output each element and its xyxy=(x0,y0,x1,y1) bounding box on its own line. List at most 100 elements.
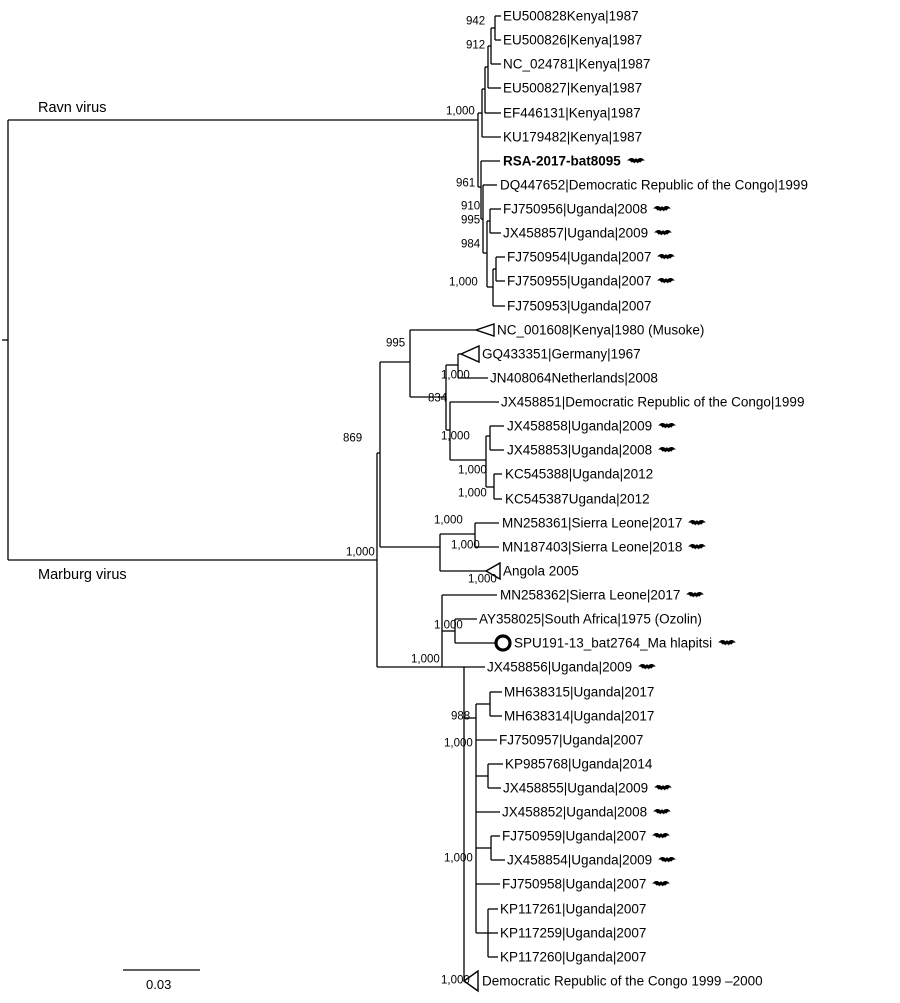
bootstrap-value: 1,000 xyxy=(468,573,497,586)
taxon-label: MH638314|Uganda|2017 xyxy=(504,708,655,724)
bat-icon xyxy=(638,663,656,670)
taxon-label: KP117261|Uganda|2007 xyxy=(500,901,647,917)
taxon-label: KP985768|Uganda|2014 xyxy=(505,756,653,772)
taxon-label: DQ447652|Democratic Republic of the Cong… xyxy=(500,177,808,193)
taxon-row: NC_001608|Kenya|1980 (Musoke) xyxy=(497,323,704,337)
taxon-label: MN258361|Sierra Leone|2017 xyxy=(502,515,683,531)
bootstrap-value: 1,000 xyxy=(434,619,463,632)
bootstrap-value: 1,000 xyxy=(434,514,463,527)
taxon-label: MN187403|Sierra Leone|2018 xyxy=(502,539,683,555)
bootstrap-value: 1,000 xyxy=(346,546,375,559)
taxon-label: MH638315|Uganda|2017 xyxy=(504,684,655,700)
taxon-row: JX458852|Uganda|2008 xyxy=(502,805,672,819)
taxon-row: FJ750956|Uganda|2008 xyxy=(503,202,672,216)
taxon-row: MH638314|Uganda|2017 xyxy=(504,709,654,723)
bat-icon xyxy=(652,832,671,839)
bat-icon xyxy=(658,856,676,863)
taxon-label: FJ750954|Uganda|2007 xyxy=(507,249,652,265)
taxon-label: FJ750955|Uganda|2007 xyxy=(507,273,652,289)
taxon-row: NC_024781|Kenya|1987 xyxy=(503,57,650,71)
collapsed-clade-triangle-germany-1967 xyxy=(459,344,480,364)
bootstrap-value: 995 xyxy=(461,214,481,227)
taxon-label: KC545388|Uganda|2012 xyxy=(505,466,654,482)
taxon-row: DQ447652|Democratic Republic of the Cong… xyxy=(500,178,808,192)
taxon-label: EU500826|Kenya|1987 xyxy=(503,32,643,48)
bootstrap-value: 942 xyxy=(466,15,486,28)
bootstrap-value: 1,000 xyxy=(411,653,440,666)
taxon-label: JX458851|Democratic Republic of the Cong… xyxy=(501,394,805,410)
bat-icon xyxy=(686,591,705,598)
bat-icon xyxy=(626,157,645,164)
taxon-row: MN258361|Sierra Leone|2017 xyxy=(502,516,707,530)
bat-icon xyxy=(718,639,736,646)
bootstrap-value: 1,000 xyxy=(441,369,470,382)
taxon-row: RSA-2017-bat8095 xyxy=(503,154,646,168)
taxon-row: FJ750954|Uganda|2007 xyxy=(507,250,676,264)
taxon-row: JN408064Netherlands|2008 xyxy=(490,371,658,385)
bootstrap-value: 869 xyxy=(343,432,363,445)
taxon-row: AY358025|South Africa|1975 (Ozolin) xyxy=(479,612,702,626)
taxon-row: JX458854|Uganda|2009 xyxy=(507,853,677,867)
taxon-row: MN187403|Sierra Leone|2018 xyxy=(502,540,707,554)
taxon-label: Democratic Republic of the Congo 1999 –2… xyxy=(482,973,763,989)
taxon-row: JX458857|Uganda|2009 xyxy=(503,226,673,240)
taxon-row: KU179482|Kenya|1987 xyxy=(503,130,642,144)
ravn-virus-clade-label: Ravn virus xyxy=(38,100,107,116)
taxon-label: GQ433351|Germany|1967 xyxy=(482,346,641,362)
taxon-row: EF446131|Kenya|1987 xyxy=(503,106,641,120)
taxon-row: FJ750957|Uganda|2007 xyxy=(499,733,643,747)
taxon-label: MN258362|Sierra Leone|2017 xyxy=(500,587,681,603)
bootstrap-value: 912 xyxy=(466,39,486,52)
taxon-row: MN258362|Sierra Leone|2017 xyxy=(500,588,705,602)
taxon-row: KP117261|Uganda|2007 xyxy=(500,902,646,916)
taxon-row: KP117259|Uganda|2007 xyxy=(500,926,646,940)
taxon-label: FJ750957|Uganda|2007 xyxy=(499,732,644,748)
taxon-label: KP117259|Uganda|2007 xyxy=(500,925,647,941)
taxon-row: JX458858|Uganda|2009 xyxy=(507,419,677,433)
taxon-row: FJ750959|Uganda|2007 xyxy=(502,829,671,843)
taxon-row: JX458851|Democratic Republic of the Cong… xyxy=(501,395,804,409)
taxon-label: JN408064Netherlands|2008 xyxy=(490,370,658,386)
bat-icon xyxy=(652,880,671,887)
taxon-row: FJ750958|Uganda|2007 xyxy=(502,877,671,891)
taxon-label: SPU191-13_bat2764_Ma hlapitsi xyxy=(514,635,713,651)
taxon-label: JX458855|Uganda|2009 xyxy=(503,780,649,796)
taxon-row: FJ750953|Uganda|2007 xyxy=(507,299,651,313)
scale-bar-label: 0.03 xyxy=(146,977,172,992)
taxon-row: SPU191-13_bat2764_Ma hlapitsi xyxy=(514,636,737,650)
bootstrap-value: 1,000 xyxy=(446,105,475,118)
bootstrap-value: 834 xyxy=(428,392,448,405)
bootstrap-value: 910 xyxy=(461,200,481,213)
taxon-label: Angola 2005 xyxy=(503,563,579,579)
taxon-label: FJ750956|Uganda|2008 xyxy=(503,201,648,217)
collapsed-clade-triangle-drc-1999-2000 xyxy=(462,969,479,993)
taxon-label: EU500827|Kenya|1987 xyxy=(503,80,643,96)
taxon-row: MH638315|Uganda|2017 xyxy=(504,685,654,699)
bat-icon xyxy=(658,422,676,429)
bootstrap-value: 1,000 xyxy=(441,430,470,443)
bat-icon xyxy=(654,784,672,791)
bootstrap-value: 988 xyxy=(451,710,471,723)
taxon-row: JX458856|Uganda|2009 xyxy=(487,660,657,674)
bootstrap-value: 1,000 xyxy=(458,487,487,500)
bootstrap-value: 1,000 xyxy=(451,539,480,552)
bat-icon xyxy=(654,229,672,236)
bootstrap-value: 1,000 xyxy=(441,974,470,987)
taxon-label: FJ750958|Uganda|2007 xyxy=(502,876,647,892)
bat-icon xyxy=(688,543,707,550)
taxon-row: EU500828Kenya|1987 xyxy=(503,9,639,23)
taxon-label: JX458857|Uganda|2009 xyxy=(503,225,649,241)
bootstrap-value: 1,000 xyxy=(458,464,487,477)
taxon-label: JX458856|Uganda|2009 xyxy=(487,659,633,675)
collapsed-clade-triangle-musoke-kenya-1980 xyxy=(473,323,495,337)
bat-icon xyxy=(657,277,676,284)
taxon-row: JX458853|Uganda|2008 xyxy=(507,443,677,457)
collapsed-clade-triangle-angola-2005 xyxy=(484,561,501,581)
taxon-row: KP985768|Uganda|2014 xyxy=(505,757,652,771)
marburg-virus-clade-label: Marburg virus xyxy=(38,567,127,583)
bat-icon xyxy=(653,808,671,815)
taxon-label: KP117260|Uganda|2007 xyxy=(500,949,647,965)
taxon-label: JX458854|Uganda|2009 xyxy=(507,852,653,868)
